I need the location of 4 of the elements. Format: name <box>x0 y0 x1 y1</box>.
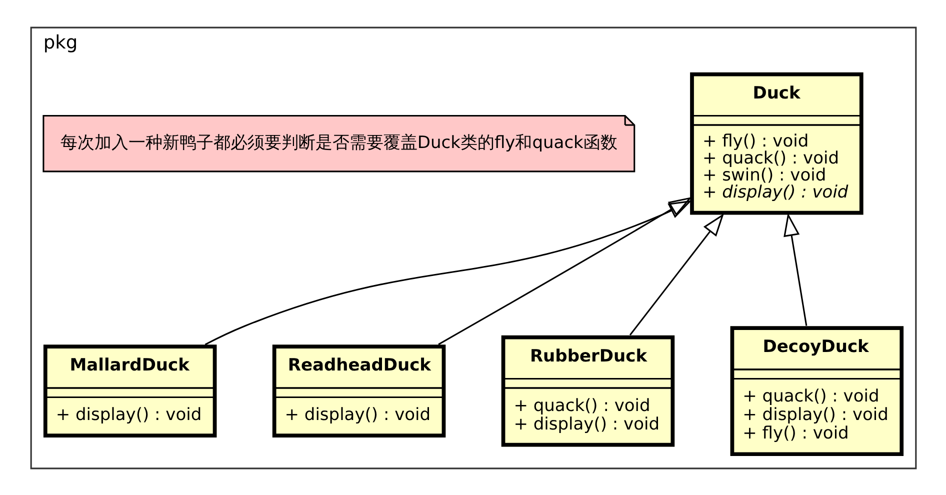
arrow <box>628 212 724 335</box>
arrow <box>438 196 692 345</box>
arrow <box>204 200 692 345</box>
arrow <box>783 212 807 326</box>
